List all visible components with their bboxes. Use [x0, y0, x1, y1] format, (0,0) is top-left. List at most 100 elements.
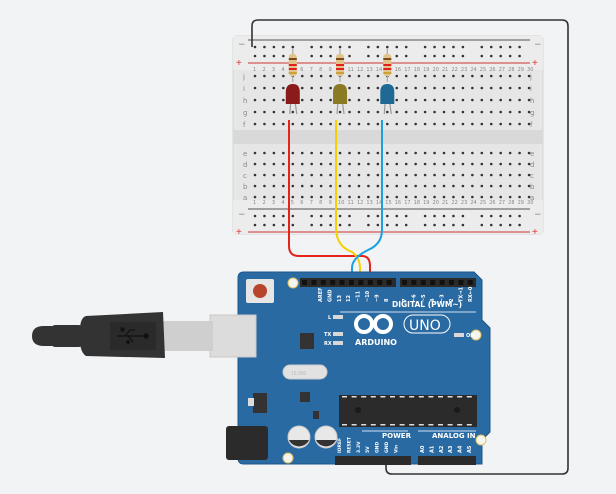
terminal-hole[interactable]	[348, 74, 351, 78]
rail-hole[interactable]	[263, 223, 266, 227]
leds[interactable]	[285, 84, 395, 115]
rail-hole[interactable]	[518, 214, 521, 218]
terminal-hole[interactable]	[357, 151, 361, 155]
terminal-hole[interactable]	[518, 98, 521, 102]
terminal-hole[interactable]	[357, 195, 361, 199]
terminal-hole[interactable]	[310, 122, 314, 126]
terminal-hole[interactable]	[414, 122, 417, 126]
terminal-hole[interactable]	[338, 173, 342, 177]
rail-hole[interactable]	[376, 45, 380, 49]
terminal-hole[interactable]	[253, 173, 257, 177]
terminal-hole[interactable]	[518, 110, 521, 114]
rail-hole[interactable]	[282, 54, 285, 58]
terminal-hole[interactable]	[319, 151, 323, 155]
terminal-hole[interactable]	[461, 98, 465, 102]
terminal-hole[interactable]	[395, 74, 399, 78]
rail-hole[interactable]	[395, 54, 399, 58]
terminal-hole[interactable]	[253, 162, 257, 166]
terminal-hole[interactable]	[310, 195, 314, 199]
terminal-hole[interactable]	[367, 151, 370, 155]
terminal-hole[interactable]	[489, 195, 493, 199]
terminal-hole[interactable]	[461, 74, 465, 78]
power-jack[interactable]	[226, 426, 268, 460]
rail-hole[interactable]	[329, 223, 332, 227]
terminal-hole[interactable]	[452, 151, 455, 155]
rail-hole[interactable]	[461, 54, 465, 58]
rail-hole[interactable]	[348, 45, 351, 49]
terminal-hole[interactable]	[300, 162, 304, 166]
rail-hole[interactable]	[310, 54, 314, 58]
terminal-hole[interactable]	[338, 162, 342, 166]
rail-hole[interactable]	[348, 214, 351, 218]
terminal-hole[interactable]	[291, 122, 295, 126]
terminal-hole[interactable]	[471, 184, 474, 188]
rail-hole[interactable]	[367, 214, 370, 218]
terminal-hole[interactable]	[508, 184, 512, 188]
header-pin[interactable]	[377, 280, 383, 285]
terminal-hole[interactable]	[348, 162, 351, 166]
terminal-hole[interactable]	[357, 74, 361, 78]
terminal-hole[interactable]	[508, 173, 512, 177]
rail-hole[interactable]	[508, 214, 512, 218]
terminal-hole[interactable]	[461, 195, 465, 199]
terminal-hole[interactable]	[338, 151, 342, 155]
terminal-hole[interactable]	[376, 74, 380, 78]
led-yellow[interactable]	[333, 84, 348, 115]
rail-hole[interactable]	[433, 54, 436, 58]
rail-hole[interactable]	[461, 214, 465, 218]
terminal-hole[interactable]	[348, 173, 351, 177]
terminal-hole[interactable]	[319, 195, 323, 199]
terminal-hole[interactable]	[480, 195, 484, 199]
terminal-hole[interactable]	[282, 98, 285, 102]
terminal-hole[interactable]	[414, 184, 417, 188]
terminal-hole[interactable]	[395, 173, 399, 177]
terminal-hole[interactable]	[471, 74, 474, 78]
terminal-hole[interactable]	[480, 173, 484, 177]
terminal-hole[interactable]	[452, 195, 455, 199]
rail-hole[interactable]	[499, 223, 503, 227]
terminal-hole[interactable]	[471, 98, 474, 102]
terminal-hole[interactable]	[452, 173, 455, 177]
terminal-hole[interactable]	[310, 110, 314, 114]
rail-hole[interactable]	[291, 214, 295, 218]
terminal-hole[interactable]	[442, 184, 446, 188]
rail-hole[interactable]	[433, 45, 436, 49]
terminal-hole[interactable]	[367, 173, 370, 177]
terminal-hole[interactable]	[367, 184, 370, 188]
rail-hole[interactable]	[480, 223, 484, 227]
digital-header-left[interactable]	[300, 278, 396, 287]
terminal-hole[interactable]	[433, 86, 436, 90]
terminal-hole[interactable]	[329, 110, 332, 114]
terminal-hole[interactable]	[272, 86, 276, 90]
terminal-hole[interactable]	[404, 74, 408, 78]
header-pin[interactable]	[386, 280, 392, 285]
terminal-hole[interactable]	[291, 184, 295, 188]
terminal-hole[interactable]	[282, 162, 285, 166]
terminal-hole[interactable]	[272, 195, 276, 199]
header-pin[interactable]	[302, 280, 307, 285]
terminal-hole[interactable]	[310, 74, 314, 78]
terminal-hole[interactable]	[433, 173, 436, 177]
header-pin[interactable]	[311, 280, 317, 285]
terminal-hole[interactable]	[433, 195, 436, 199]
rail-hole[interactable]	[452, 214, 455, 218]
terminal-hole[interactable]	[263, 98, 266, 102]
rail-hole[interactable]	[329, 45, 332, 49]
rail-hole[interactable]	[338, 214, 342, 218]
terminal-hole[interactable]	[376, 195, 380, 199]
terminal-hole[interactable]	[442, 110, 446, 114]
rail-hole[interactable]	[329, 54, 332, 58]
usb-cable[interactable]	[32, 312, 213, 358]
terminal-hole[interactable]	[272, 110, 276, 114]
terminal-hole[interactable]	[423, 151, 427, 155]
terminal-hole[interactable]	[433, 162, 436, 166]
rail-hole[interactable]	[395, 223, 399, 227]
rail-hole[interactable]	[499, 54, 503, 58]
rail-hole[interactable]	[272, 54, 276, 58]
terminal-hole[interactable]	[499, 110, 503, 114]
rail-hole[interactable]	[253, 45, 257, 49]
rail-hole[interactable]	[423, 45, 427, 49]
rail-hole[interactable]	[480, 54, 484, 58]
terminal-hole[interactable]	[433, 110, 436, 114]
rail-hole[interactable]	[310, 223, 314, 227]
